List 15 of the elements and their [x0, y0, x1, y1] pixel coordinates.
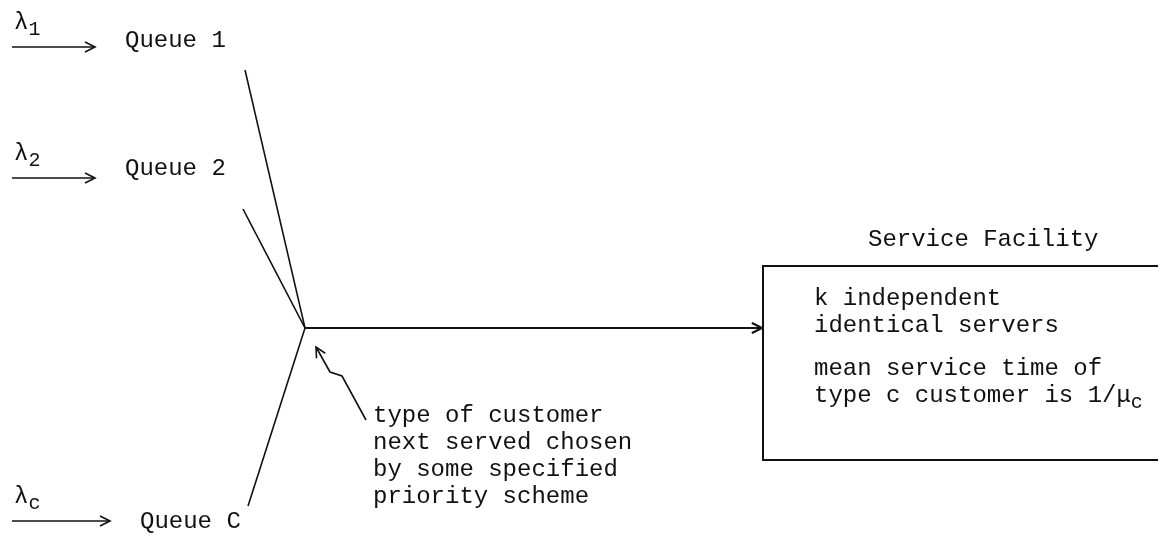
arrow [11, 172, 96, 184]
rate-label: λ$_{1}$ [14, 11, 41, 42]
box-text: k independent identical servers [814, 285, 1060, 339]
note-text: type of customer next served chosen by some specified priority scheme [373, 402, 648, 510]
rate-label: λ$_{c}$ [14, 485, 41, 516]
rate-label: λ$_{2}$ [14, 142, 41, 173]
queue-label: Queue 1 [125, 27, 240, 54]
arrow [11, 515, 111, 527]
box-heading: Service Facility [868, 226, 1100, 253]
box-text: mean service time of type c customer is 1/μ$_{c}$ [814, 355, 1144, 416]
arrow [247, 322, 763, 507]
leader-arrow [315, 346, 367, 421]
queue-label: Queue 2 [125, 155, 240, 182]
arrow [11, 41, 96, 53]
queue-label: Queue C [140, 508, 255, 535]
